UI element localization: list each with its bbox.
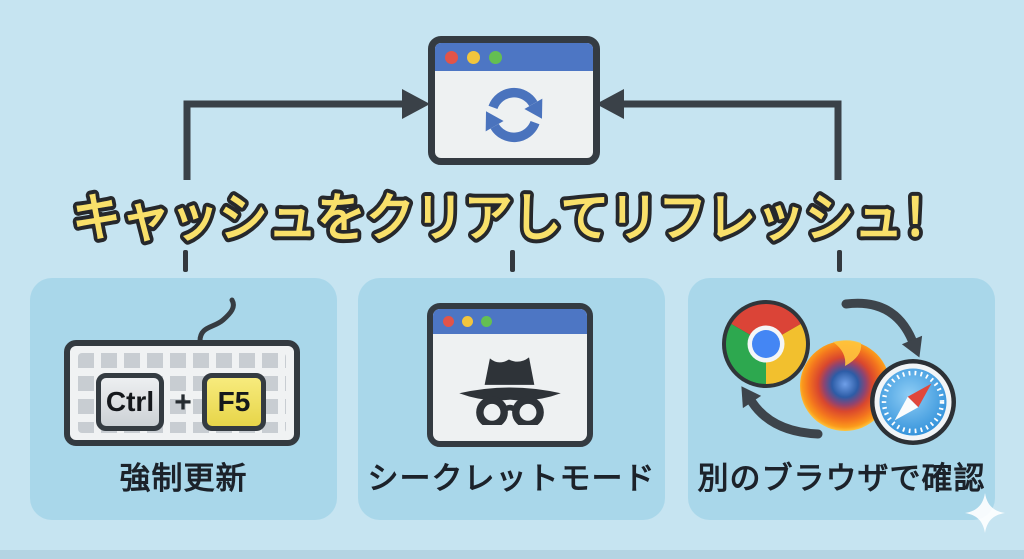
cycle-arrows: [747, 298, 917, 439]
plus-sign: +: [174, 386, 192, 419]
card-label-other-browser: 別のブラウザで確認: [697, 461, 986, 496]
curved-arrow-bottom-icon: [747, 397, 823, 439]
curved-arrowhead-down-icon: [901, 335, 923, 358]
ctrl-key: Ctrl: [96, 373, 164, 431]
card-label-incognito: シークレットモード: [367, 461, 656, 496]
connector-tick-middle: [510, 250, 515, 272]
arrowhead-right-icon: [402, 89, 430, 119]
arrowhead-left-icon: [596, 89, 624, 119]
curved-arrowhead-up-icon: [741, 386, 762, 409]
connector-tick-left: [183, 250, 188, 272]
browser-logos-group: [722, 298, 956, 445]
bottom-shade: [0, 550, 1024, 559]
browser-body: [433, 334, 587, 441]
incognito-icon: [459, 356, 561, 425]
elbow-arrow-left: [183, 100, 404, 180]
window-dot-yellow-icon: [462, 316, 473, 327]
curved-arrow-top-icon: [841, 298, 917, 345]
connector-tick-right: [837, 250, 842, 272]
card-label-force-refresh: 強制更新: [119, 461, 248, 496]
browser-body: [435, 71, 593, 158]
browser-window-refresh: [428, 36, 600, 165]
elbow-arrow-right: [622, 100, 842, 180]
safari-icon: [870, 359, 956, 445]
browser-titlebar: [435, 43, 593, 71]
window-dot-green-icon: [481, 316, 492, 327]
browser-window-incognito: [427, 303, 593, 447]
window-dot-green-icon: [489, 50, 502, 64]
card-incognito: シークレットモード: [358, 278, 665, 520]
window-dot-red-icon: [443, 316, 454, 327]
window-dot-red-icon: [445, 50, 458, 64]
page-title: キャッシュをクリアしてリフレッシュ！: [72, 190, 952, 248]
refresh-icon: [485, 87, 543, 142]
f5-key: F5: [202, 373, 266, 431]
browser-titlebar: [433, 309, 587, 334]
sparkle-icon: [965, 493, 1005, 533]
card-force-refresh: Ctrl + F5 強制更新: [30, 278, 337, 520]
firefox-icon: [800, 340, 890, 431]
card-other-browser: 別のブラウザで確認: [688, 278, 995, 520]
chrome-icon: [722, 300, 810, 388]
window-dot-yellow-icon: [467, 50, 480, 64]
headline: キャッシュをクリアしてリフレッシュ！: [68, 186, 956, 252]
